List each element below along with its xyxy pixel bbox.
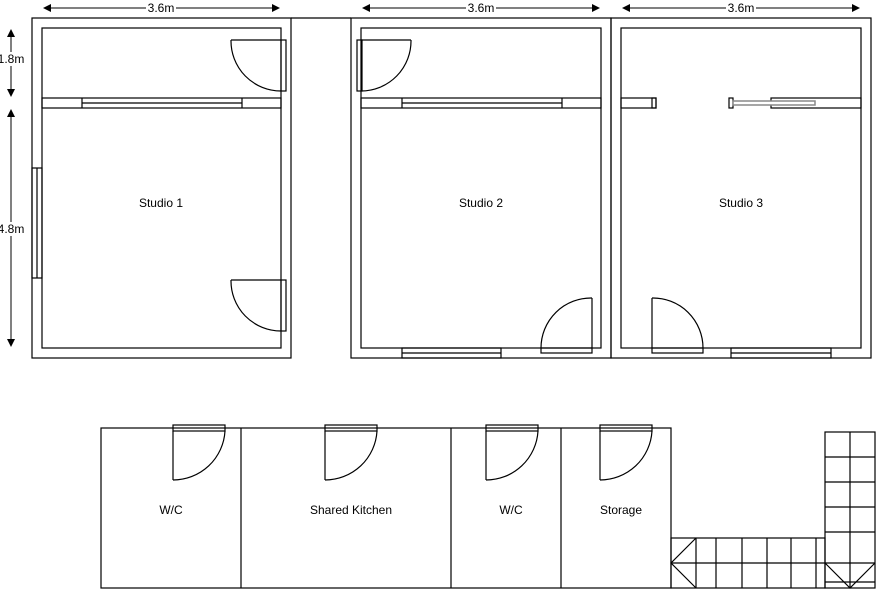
shared-block: W/C Shared Kitchen W/C Storage: [100, 424, 672, 589]
door: [651, 297, 704, 354]
room-label: Studio 2: [459, 196, 503, 210]
window: [360, 97, 602, 109]
dimension-height-top: 1.8m: [0, 29, 24, 97]
studio-3: Studio 3: [610, 17, 872, 359]
door: [599, 424, 653, 481]
dimension-height-main: 4.8m: [0, 109, 24, 347]
window: [31, 167, 43, 279]
door: [485, 424, 539, 481]
dimension-label: 3.6m: [728, 1, 755, 15]
dimension-width-studio2: 3.6m: [362, 1, 600, 15]
door: [230, 279, 287, 332]
door: [356, 39, 412, 92]
dimension-label: 3.6m: [148, 1, 175, 15]
studio-1: Studio 1: [31, 17, 351, 359]
room-label: W/C: [499, 503, 523, 517]
room-label: Studio 1: [139, 196, 183, 210]
dimension-width-studio3: 3.6m: [622, 1, 860, 15]
window: [401, 347, 502, 359]
room-label: Shared Kitchen: [310, 503, 392, 517]
dimension-label: 1.8m: [0, 52, 24, 66]
door: [324, 424, 378, 481]
stairs: [670, 431, 876, 589]
room-label: W/C: [159, 503, 183, 517]
dimension-label: 4.8m: [0, 222, 24, 236]
room-label: Storage: [600, 503, 642, 517]
door: [172, 424, 226, 481]
door: [230, 39, 287, 92]
dimension-label: 3.6m: [468, 1, 495, 15]
window: [730, 347, 832, 359]
sliding-door: [728, 97, 862, 109]
room-label: Studio 3: [719, 196, 763, 210]
dimension-width-studio1: 3.6m: [43, 1, 280, 15]
studio-2: Studio 2: [350, 17, 612, 359]
door: [540, 297, 593, 354]
window: [41, 97, 282, 109]
